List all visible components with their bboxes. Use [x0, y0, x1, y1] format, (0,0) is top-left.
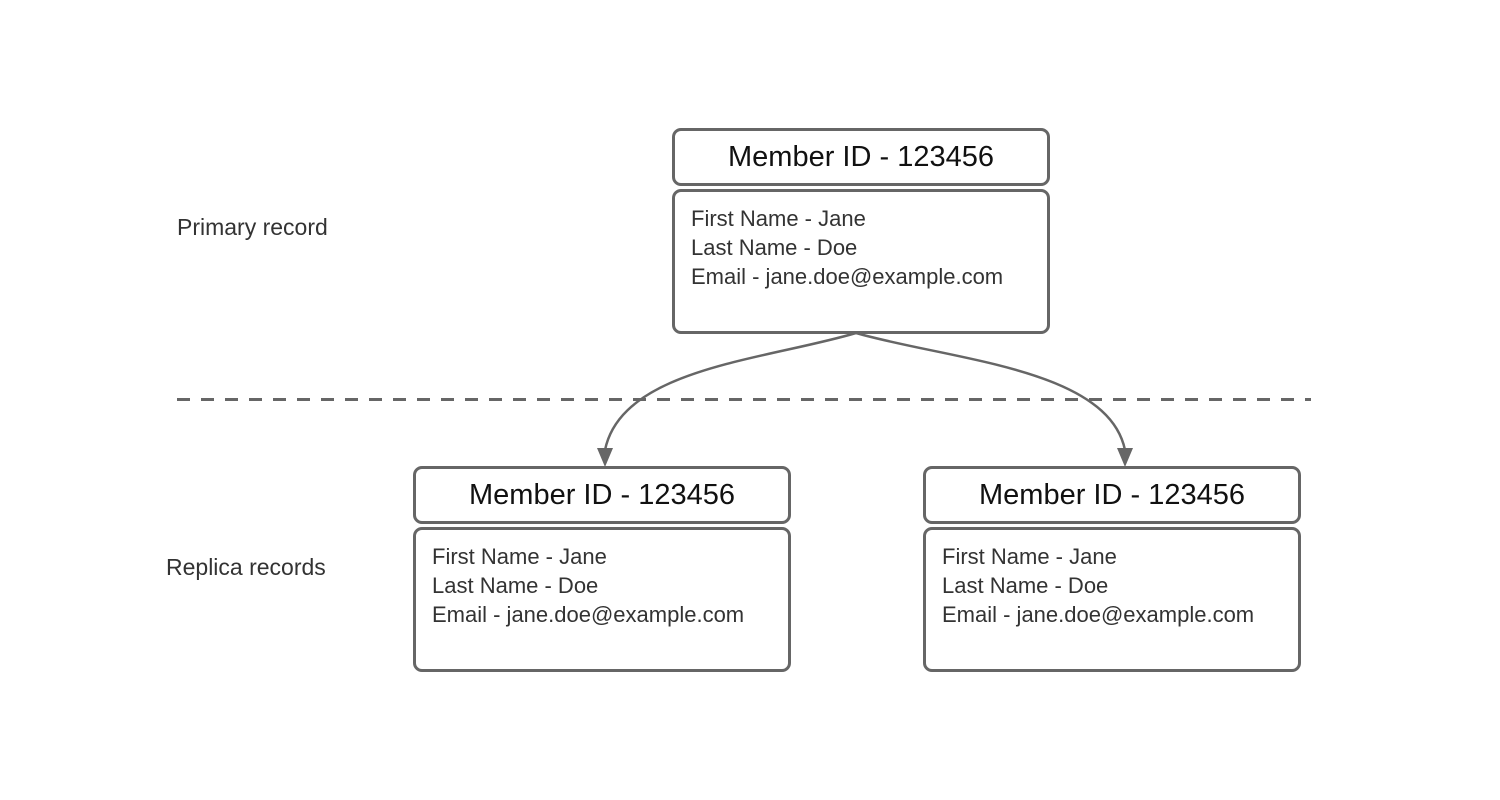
field-last-name: Last Name - Doe	[691, 235, 858, 260]
replica-records-label: Replica records	[166, 554, 326, 580]
replica-record-card-left: Member ID - 123456 First Name - Jane Las…	[413, 466, 791, 672]
arrowhead-down-icon	[1117, 448, 1133, 467]
card-title: Member ID - 123456	[923, 466, 1301, 524]
field-last-name: Last Name - Doe	[942, 573, 1109, 598]
field-first-name: First Name - Jane	[942, 544, 1117, 569]
field-email: Email - jane.doe@example.com	[691, 264, 1004, 289]
card-body: First Name - Jane Last Name - Doe Email …	[672, 189, 1050, 334]
field-first-name: First Name - Jane	[691, 206, 866, 231]
field-email: Email - jane.doe@example.com	[942, 602, 1255, 627]
card-title: Member ID - 123456	[413, 466, 791, 524]
arrowhead-down-icon	[597, 448, 613, 467]
connector-arrow-left	[603, 331, 858, 452]
field-first-name: First Name - Jane	[432, 544, 607, 569]
field-email: Email - jane.doe@example.com	[432, 602, 745, 627]
separator-dashed-line	[177, 398, 1311, 401]
card-body: First Name - Jane Last Name - Doe Email …	[923, 527, 1301, 672]
primary-record-card: Member ID - 123456 First Name - Jane Las…	[672, 128, 1050, 334]
card-title: Member ID - 123456	[672, 128, 1050, 186]
connector-arrow-right	[854, 331, 1127, 452]
replica-record-card-right: Member ID - 123456 First Name - Jane Las…	[923, 466, 1301, 672]
card-body: First Name - Jane Last Name - Doe Email …	[413, 527, 791, 672]
field-last-name: Last Name - Doe	[432, 573, 599, 598]
primary-record-label: Primary record	[177, 214, 328, 240]
